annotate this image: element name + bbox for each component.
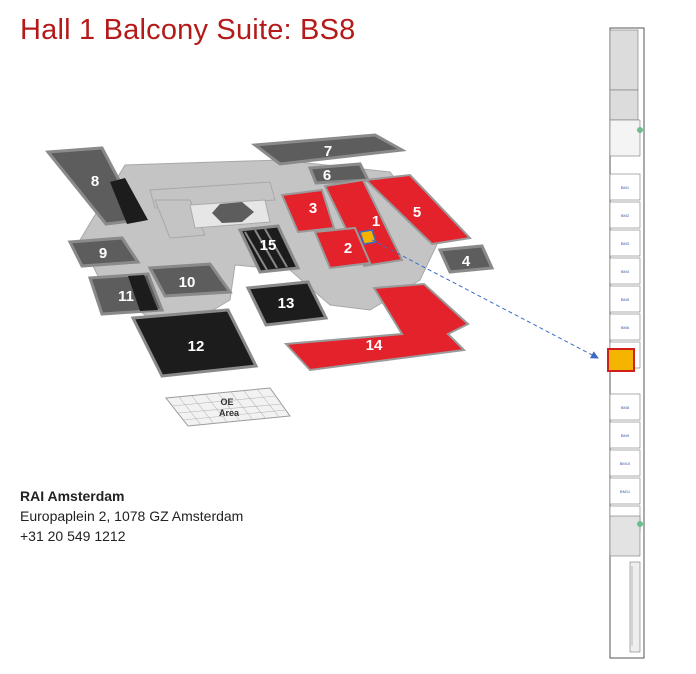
svg-text:9: 9 <box>99 245 107 262</box>
floorplan-room-label: BM2 <box>621 213 630 218</box>
floorplan-room[interactable] <box>609 393 641 421</box>
oe-area: OE Area <box>165 387 291 427</box>
floorplan-room-label: BM9 <box>621 433 630 438</box>
hall-5[interactable]: 5 <box>363 173 473 246</box>
venue-address: RAI Amsterdam Europaplein 2, 1078 GZ Ams… <box>20 486 243 546</box>
balcony-suite-bs8[interactable] <box>607 348 635 372</box>
svg-text:12: 12 <box>188 338 205 355</box>
floorplan-room[interactable] <box>609 313 641 341</box>
svg-text:11: 11 <box>118 288 134 305</box>
balcony-floorplan: BM1BM2BM3BM4BM5BM6BM7BM8BM9BM10BM11BM12 <box>607 27 645 659</box>
floorplan-room[interactable] <box>609 449 641 477</box>
svg-text:3: 3 <box>309 200 317 217</box>
courtyard <box>189 199 271 229</box>
floorplan-room[interactable] <box>609 229 641 257</box>
svg-text:7: 7 <box>324 143 332 160</box>
floorplan-room-label: BM10 <box>620 461 631 466</box>
floorplan-room-label: BM6 <box>621 325 630 330</box>
svg-text:8: 8 <box>91 173 99 190</box>
floorplan-room-label: BM11 <box>620 489 631 494</box>
svg-text:15: 15 <box>260 237 277 254</box>
floorplan-room-label: BM4 <box>621 269 630 274</box>
street-address: Europaplein 2, 1078 GZ Amsterdam <box>20 508 244 524</box>
svg-text:10: 10 <box>179 274 196 291</box>
hall-3[interactable]: 3 <box>280 188 336 234</box>
svg-text:6: 6 <box>323 167 331 184</box>
floorplan-room[interactable] <box>609 285 641 313</box>
floorplan-room[interactable] <box>609 173 641 201</box>
hall-15[interactable]: 15 <box>237 224 301 274</box>
hall-8[interactable]: 8 <box>45 146 148 226</box>
hall-9[interactable]: 9 <box>67 236 141 268</box>
hall-10[interactable]: 10 <box>147 262 233 298</box>
floorplan-room[interactable] <box>609 257 641 285</box>
floorplan-room-label: BM3 <box>621 241 630 246</box>
svg-text:14: 14 <box>366 337 383 354</box>
floorplan-room-label: BM5 <box>621 297 630 302</box>
phone-number: +31 20 549 1212 <box>20 528 126 544</box>
hall-13[interactable]: 13 <box>245 280 329 327</box>
floorplan-room-label: BM1 <box>621 185 630 190</box>
area-label: Area <box>219 408 240 418</box>
venue-map: 7 6 8 9 10 11 4 15 13 12 <box>45 133 495 427</box>
svg-text:2: 2 <box>344 240 352 257</box>
floorplan-room[interactable] <box>609 421 641 449</box>
hall-2[interactable]: 2 <box>313 226 372 270</box>
svg-text:4: 4 <box>462 253 471 270</box>
hall-7[interactable]: 7 <box>250 133 407 166</box>
floorplan-room[interactable] <box>609 201 641 229</box>
svg-text:13: 13 <box>278 295 295 312</box>
svg-text:5: 5 <box>413 204 421 221</box>
page-title: Hall 1 Balcony Suite: BS8 <box>20 14 356 46</box>
floorplan-room-label: BM8 <box>621 405 630 410</box>
hall-12[interactable]: 12 <box>130 308 259 378</box>
hall-11[interactable]: 11 <box>87 272 165 316</box>
hall-4[interactable]: 4 <box>437 244 495 274</box>
oe-label: OE <box>220 397 233 407</box>
svg-text:1: 1 <box>372 213 380 230</box>
floorplan-room[interactable] <box>609 477 641 505</box>
venue-name: RAI Amsterdam <box>20 488 125 504</box>
